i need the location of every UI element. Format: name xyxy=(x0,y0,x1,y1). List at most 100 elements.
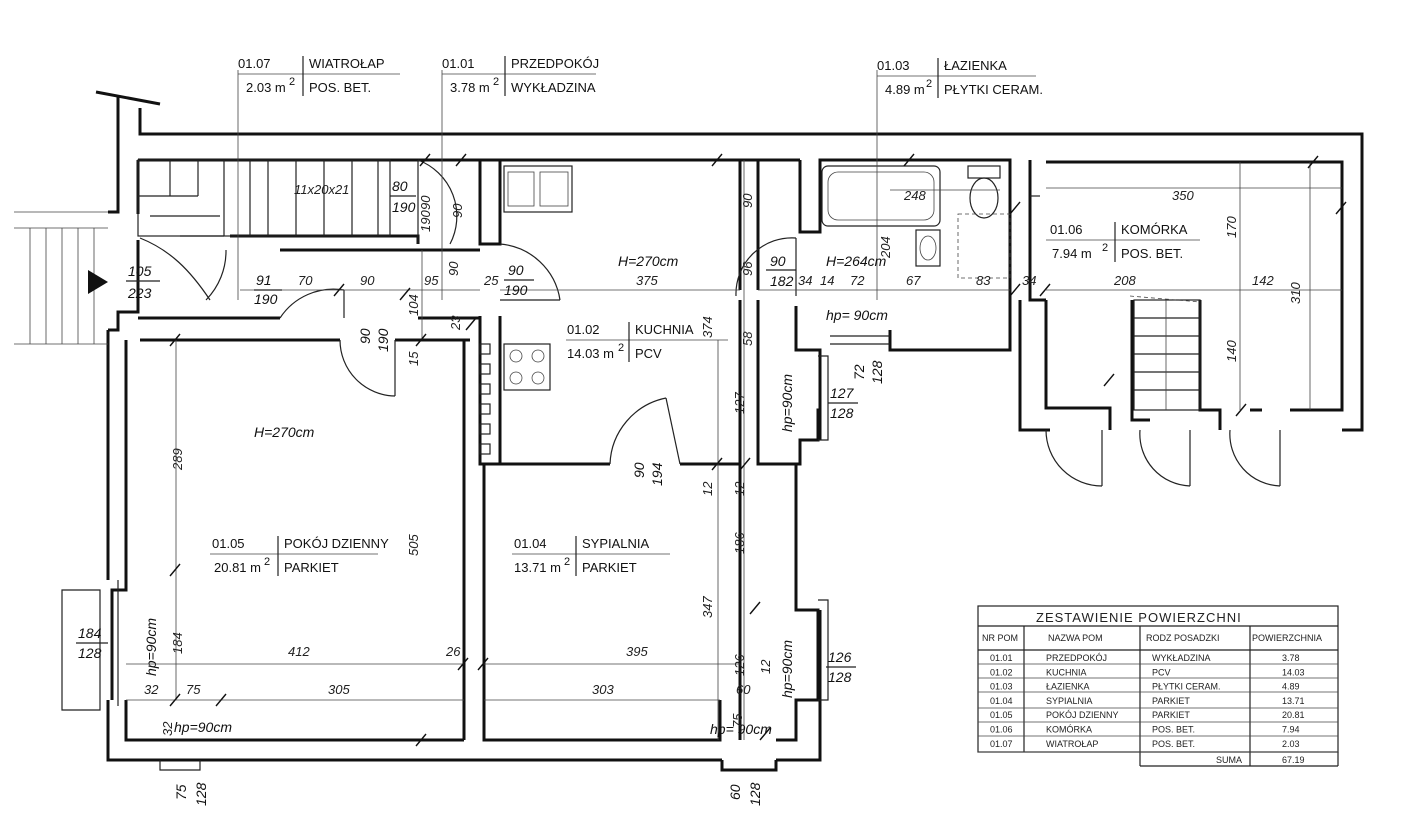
svg-text:12: 12 xyxy=(758,659,773,674)
svg-text:204: 204 xyxy=(878,236,893,259)
svg-text:90: 90 xyxy=(418,195,433,210)
table-cell: 01.06 xyxy=(990,725,1013,735)
svg-text:25: 25 xyxy=(483,273,499,288)
svg-text:128: 128 xyxy=(828,669,852,685)
room-name: KUCHNIA xyxy=(635,322,694,337)
svg-text:305: 305 xyxy=(328,682,350,697)
table-cell: 01.03 xyxy=(990,682,1013,692)
svg-text:395: 395 xyxy=(626,644,648,659)
room-label-komorka: 01.06 KOMÓRKA 7.94 m 2 POS. BET. xyxy=(1050,222,1188,261)
svg-text:184: 184 xyxy=(78,625,102,641)
room-number: 01.02 xyxy=(567,322,600,337)
room-floor: POS. BET. xyxy=(1121,246,1183,261)
svg-text:126: 126 xyxy=(732,654,747,676)
svg-text:347: 347 xyxy=(700,596,715,618)
table-title: ZESTAWIENIE POWIERZCHNI xyxy=(1036,610,1242,625)
room-number: 01.05 xyxy=(212,536,245,551)
room-name: PRZEDPOKÓJ xyxy=(511,56,599,71)
svg-text:190: 190 xyxy=(254,291,278,307)
svg-text:127: 127 xyxy=(732,392,747,414)
table-cell: 2.03 xyxy=(1282,739,1300,749)
svg-text:32: 32 xyxy=(160,721,175,736)
table-cell: 01.07 xyxy=(990,739,1013,749)
area-sup: 2 xyxy=(264,556,270,568)
svg-text:303: 303 xyxy=(592,682,614,697)
svg-text:60: 60 xyxy=(727,784,743,800)
table-cell: WYKŁADZINA xyxy=(1152,653,1211,663)
bathtub xyxy=(821,165,941,227)
table-cell: PARKIET xyxy=(1152,696,1190,706)
room-number: 01.01 xyxy=(442,56,475,71)
stove xyxy=(503,343,551,391)
svg-text:128: 128 xyxy=(830,405,854,421)
table-cell: 01.05 xyxy=(990,710,1013,720)
table-cell: 13.71 xyxy=(1282,696,1305,706)
svg-text:80: 80 xyxy=(392,178,408,194)
room-label-sypialnia: 01.04 SYPIALNIA 13.71 m 2 PARKIET xyxy=(514,536,650,575)
svg-text:60: 60 xyxy=(736,682,751,697)
room-number: 01.04 xyxy=(514,536,547,551)
room-number: 01.03 xyxy=(877,58,910,73)
area-sup: 2 xyxy=(289,76,295,88)
svg-text:90: 90 xyxy=(508,262,524,278)
table-cell: 4.89 xyxy=(1282,682,1300,692)
svg-text:POWIERZCHNIA: POWIERZCHNIA xyxy=(1252,633,1322,643)
svg-text:15: 15 xyxy=(406,351,421,366)
living-left-hp: hp=90cm xyxy=(143,618,159,676)
table-cell: 14.03 xyxy=(1282,667,1305,677)
living-bottom-hp: hp=90cm xyxy=(174,719,232,735)
svg-text:91: 91 xyxy=(256,272,272,288)
svg-text:310: 310 xyxy=(1288,282,1303,304)
kitchen-height: H=270cm xyxy=(618,253,679,269)
svg-text:90: 90 xyxy=(360,273,375,288)
svg-text:NR POM: NR POM xyxy=(982,633,1018,643)
area-sup: 2 xyxy=(618,342,624,354)
svg-text:83: 83 xyxy=(976,273,991,288)
bath-hp: hp= 90cm xyxy=(826,307,888,323)
toilet xyxy=(967,165,1001,179)
svg-text:190: 190 xyxy=(375,328,391,352)
table-cell: ŁAZIENKA xyxy=(1046,682,1090,692)
svg-text:126: 126 xyxy=(828,649,852,665)
room-floor: PŁYTKI CERAM. xyxy=(944,82,1043,97)
table-cell: POS. BET. xyxy=(1152,739,1195,749)
svg-text:128: 128 xyxy=(193,782,209,806)
sum-label: SUMA xyxy=(1216,755,1242,765)
room-floor: PARKIET xyxy=(582,560,637,575)
svg-text:90: 90 xyxy=(357,328,373,344)
room-floor: WYKŁADZINA xyxy=(511,80,596,95)
table-cell: 3.78 xyxy=(1282,653,1300,663)
svg-text:90: 90 xyxy=(770,253,786,269)
svg-text:23: 23 xyxy=(448,315,463,331)
table-cell: WIATROŁAP xyxy=(1046,739,1098,749)
living-height: H=270cm xyxy=(254,424,315,440)
svg-text:190: 190 xyxy=(392,199,416,215)
room-label-lazienka: 01.03 ŁAZIENKA 4.89 m 2 PŁYTKI CERAM. xyxy=(877,58,1043,97)
svg-text:105: 105 xyxy=(128,263,152,279)
svg-text:90: 90 xyxy=(631,462,647,478)
room-floor: PCV xyxy=(635,346,662,361)
table-cell: POKÓJ DZIENNY xyxy=(1046,710,1119,720)
room-label-kuchnia: 01.02 KUCHNIA 14.03 m 2 PCV xyxy=(567,322,694,361)
svg-text:72: 72 xyxy=(851,364,867,380)
svg-text:142: 142 xyxy=(1252,273,1274,288)
svg-text:127: 127 xyxy=(830,385,855,401)
room-area: 7.94 m xyxy=(1052,246,1092,261)
sink-unit xyxy=(503,165,573,213)
sum-value: 67.19 xyxy=(1282,755,1305,765)
svg-text:67: 67 xyxy=(906,273,921,288)
svg-text:128: 128 xyxy=(747,782,763,806)
svg-text:96: 96 xyxy=(740,261,755,276)
dimension-texts: 11x20x21 80 190 105 223 91 190 70 90 95 … xyxy=(76,178,1303,806)
svg-text:350: 350 xyxy=(1172,188,1194,203)
room-name: KOMÓRKA xyxy=(1121,222,1188,237)
svg-text:58: 58 xyxy=(740,331,755,346)
svg-text:128: 128 xyxy=(869,360,885,384)
table-cell: PCV xyxy=(1152,667,1171,677)
kitchen-window-hp: hp=90cm xyxy=(779,374,795,432)
room-name: SYPIALNIA xyxy=(582,536,650,551)
room-area: 3.78 m xyxy=(450,80,490,95)
bedroom-right-hp: hp=90cm xyxy=(779,640,795,698)
svg-text:75: 75 xyxy=(186,682,201,697)
